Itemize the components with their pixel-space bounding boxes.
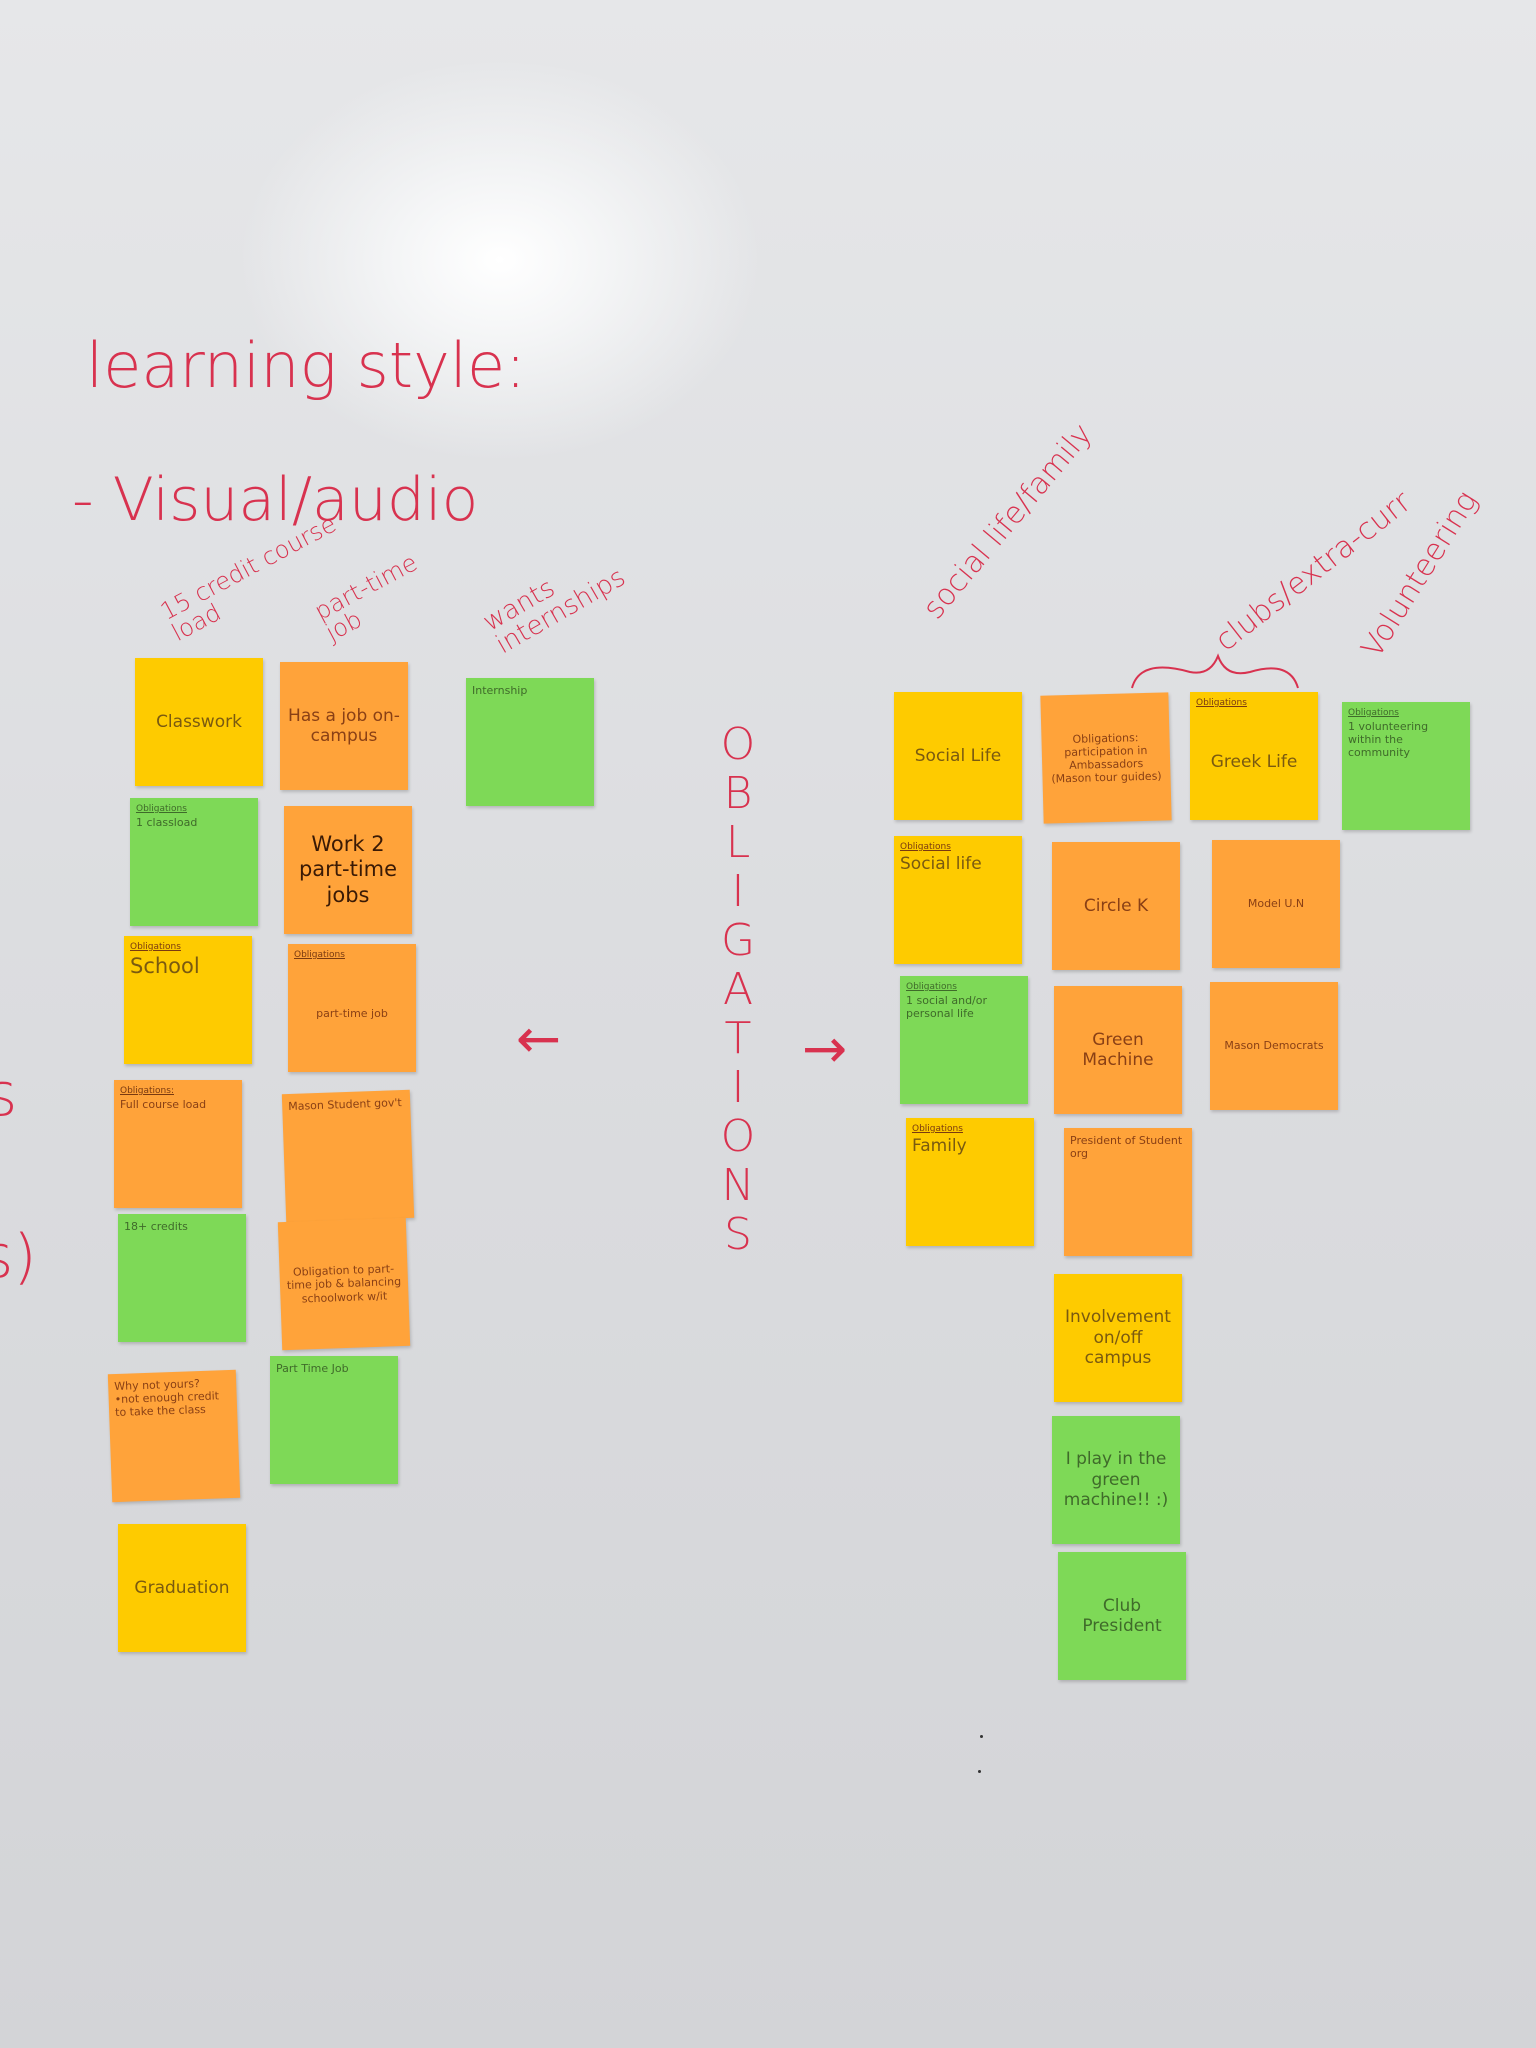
note-text: Model U.N [1247,897,1305,911]
arrow-left-icon: ← [516,1007,562,1070]
sticky-note-why-not-yours[interactable]: Why not yours? •not enough credit to tak… [107,1369,241,1503]
edge-fragment-bottom: s) [0,1222,37,1292]
note-header: Obligations [912,1124,963,1134]
note-text: Part Time Job [276,1362,349,1375]
sticky-note-one-classload[interactable]: Obligations 1 classload [130,798,258,926]
sticky-note-social-life-1[interactable]: Social Life [894,692,1022,820]
note-text: Family [912,1136,967,1156]
note-text: Green Machine [1082,1029,1154,1070]
sticky-note-mason-democrats[interactable]: Mason Democrats [1210,982,1338,1110]
sticky-note-social-life-2[interactable]: Obligations Social life [894,836,1022,964]
note-header: Obligations [1348,708,1399,718]
note-text: Mason Student gov't [288,1096,402,1114]
note-header: Obligations: [120,1086,174,1096]
note-text: Graduation [134,1577,230,1598]
note-text: 1 classload [136,816,198,829]
note-header: Obligations [136,804,187,814]
note-text: Involvement on/off campus [1065,1307,1171,1369]
marker-dot [978,1770,981,1773]
sticky-note-work-2-jobs[interactable]: Work 2 part-time jobs [284,806,412,934]
sticky-note-president-org[interactable]: President of Student org [1064,1128,1192,1256]
learning-style-title: learning style: [86,329,527,402]
marker-dot [980,1735,983,1738]
note-text: Circle K [1083,895,1149,916]
arrow-right-icon: → [802,1017,848,1080]
sticky-note-oblig-balancing[interactable]: Obligation to part-time job & balancing … [277,1217,411,1351]
note-text: Mason Democrats [1224,1039,1324,1053]
note-text: I play in the green machine!! :) [1063,1449,1169,1511]
col-header-social-life: social life/family [916,416,1100,626]
note-text: Obligation to part-time job & balancing … [286,1262,402,1306]
note-text: School [130,954,200,978]
note-text: Work 2 part-time jobs [298,832,398,907]
sticky-note-involvement[interactable]: Involvement on/off campus [1054,1274,1182,1402]
sticky-note-i-play[interactable]: I play in the green machine!! :) [1052,1416,1180,1544]
sticky-note-circle-k[interactable]: Circle K [1052,842,1180,970]
note-text: 1 social and/or personal life [906,994,988,1021]
note-text: Internship [472,684,528,697]
sticky-note-full-course-load[interactable]: Obligations: Full course load [114,1080,242,1208]
note-text: Greek Life [1210,751,1298,772]
sticky-note-18-credits[interactable]: 18+ credits [118,1214,246,1342]
note-text: Social life [900,854,982,874]
note-header: Obligations [906,982,957,992]
note-text: 18+ credits [124,1220,188,1233]
sticky-note-green-machine[interactable]: Green Machine [1054,986,1182,1114]
learning-style-value: - Visual/audio [72,465,479,535]
note-text: Social Life [914,745,1002,766]
sticky-note-oblig-part-time[interactable]: Obligations part-time job [288,944,416,1072]
sticky-note-social-personal[interactable]: Obligations 1 social and/or personal lif… [900,976,1028,1104]
sticky-note-volunteering[interactable]: Obligations 1 volunteering within the co… [1342,702,1470,830]
sticky-note-internship[interactable]: Internship [466,678,594,806]
note-text: 1 volunteering within the community [1348,720,1429,760]
obligations-vertical-word: O B L I G A T I O N S [720,719,756,1260]
edge-fragment-top: s [0,1060,18,1130]
sticky-note-family[interactable]: Obligations Family [906,1118,1034,1246]
sticky-note-ambassadors[interactable]: Obligations: participation in Ambassador… [1040,692,1172,824]
sticky-note-club-president[interactable]: Club President [1058,1552,1186,1680]
note-text: Club President [1082,1595,1162,1636]
sticky-note-graduation[interactable]: Graduation [118,1524,246,1652]
note-header: Obligations [900,842,951,852]
note-text: Full course load [120,1098,207,1111]
note-text: part-time job [316,1007,388,1021]
note-header: Obligations [1196,698,1247,708]
note-header: Obligations [294,950,345,960]
note-text: President of Student org [1070,1134,1183,1161]
note-header: Obligations [130,942,181,952]
note-text: Obligations: participation in Ambassador… [1051,730,1162,786]
sticky-note-mason-student-govt[interactable]: Mason Student gov't [281,1089,415,1223]
note-text: Classwork [156,711,242,732]
col-header-internships: wants internships [478,562,631,661]
brace-mark [1131,653,1299,689]
note-text: Has a job on-campus [288,705,400,746]
note-text: Why not yours? •not enough credit to tak… [114,1377,220,1420]
sticky-note-greek-life[interactable]: Obligations Greek Life [1190,692,1318,820]
sticky-note-school[interactable]: Obligations School [124,936,252,1064]
sticky-note-model-un[interactable]: Model U.N [1212,840,1340,968]
sticky-note-part-time-job[interactable]: Part Time Job [270,1356,398,1484]
sticky-note-classwork[interactable]: Classwork [135,658,263,786]
sticky-note-has-a-job[interactable]: Has a job on-campus [280,662,408,790]
